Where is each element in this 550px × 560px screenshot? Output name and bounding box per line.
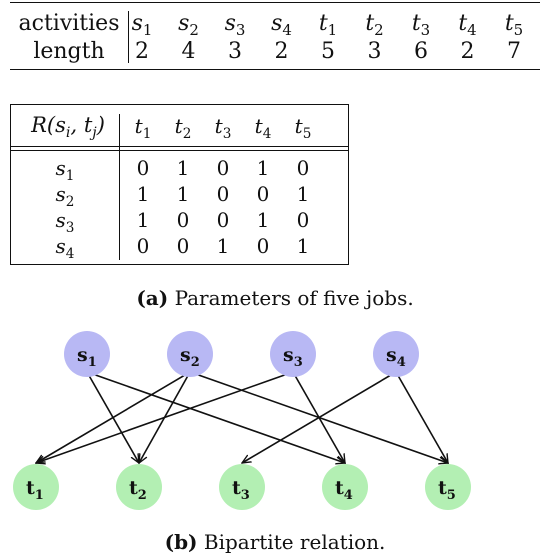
length-t3: 6 (414, 39, 428, 64)
relation-cell: 0 (176, 234, 190, 258)
relation-cell: 0 (136, 156, 150, 180)
activities-row-label: activities (18, 11, 120, 36)
relation-cell: 0 (216, 156, 230, 180)
activity-s2: s2 (178, 11, 199, 40)
activity-t4: t4 (458, 11, 477, 40)
node-s4: s4 (373, 331, 419, 377)
activity-t2: t2 (365, 11, 384, 40)
relation-table-top-rule (10, 104, 349, 105)
node-label-s2: s2 (180, 344, 200, 370)
activity-t1: t1 (318, 11, 338, 40)
node-s3: s3 (270, 331, 316, 377)
relation-cell: 1 (176, 156, 190, 180)
node-label-t5: t5 (438, 477, 456, 503)
relation-row-s3: s3 (55, 208, 75, 236)
table1-bottom-rule (10, 69, 540, 70)
node-label-t3: t3 (232, 477, 250, 503)
relation-col-t2: t2 (174, 114, 192, 142)
node-label-t4: t4 (335, 477, 353, 503)
relation-col-t5: t5 (294, 114, 312, 142)
activity-t5: t5 (504, 11, 524, 40)
relation-table-header-rule-2 (10, 150, 349, 151)
edge-s4-t3 (242, 371, 397, 463)
node-t3: t3 (219, 464, 265, 510)
relation-row-s1: s1 (55, 156, 75, 184)
relation-table-header-rule-1 (10, 146, 349, 147)
relation-cell: 1 (136, 208, 150, 232)
table1-top-rule (10, 2, 540, 3)
node-s2: s2 (167, 331, 213, 377)
relation-cell: 1 (296, 182, 310, 206)
length-t4: 2 (460, 39, 475, 64)
length-s2: 4 (181, 39, 196, 64)
relation-cell: 1 (176, 182, 190, 206)
caption-a-text: Parameters of five jobs. (174, 286, 414, 310)
caption-b-text: Bipartite relation. (203, 530, 386, 554)
relation-cell: 0 (216, 182, 230, 206)
caption-a: (a) Parameters of five jobs. (0, 286, 550, 310)
node-t1: t1 (13, 464, 59, 510)
node-label-s3: s3 (283, 344, 303, 370)
relation-cell: 0 (256, 182, 270, 206)
relation-cell: 1 (296, 234, 310, 258)
activity-t3: t3 (411, 11, 431, 40)
table1-column-separator (128, 11, 129, 63)
node-label-s1: s1 (77, 344, 97, 370)
relation-table-bottom-rule (10, 264, 349, 265)
length-row-label: length (33, 39, 105, 64)
activity-s1: s1 (131, 11, 153, 40)
node-label-s4: s4 (386, 344, 406, 370)
node-t5: t5 (425, 464, 471, 510)
relation-cell: 1 (256, 208, 270, 232)
activity-s3: s3 (224, 11, 246, 40)
node-label-t2: t2 (129, 477, 147, 503)
relation-table-column-separator (119, 114, 120, 260)
length-s4: 2 (274, 39, 289, 64)
edge-s4-t5 (395, 371, 448, 463)
relation-col-t3: t3 (214, 114, 232, 142)
activity-s4: s4 (271, 11, 292, 40)
relation-cell: 0 (256, 234, 270, 258)
edge-s3-t1 (36, 371, 294, 463)
length-t2: 3 (367, 39, 382, 64)
length-s1: 2 (135, 39, 149, 64)
edge-s1-t4 (86, 371, 345, 463)
relation-cell: 0 (296, 156, 310, 180)
relation-cell: 1 (256, 156, 270, 180)
caption-a-tag: (a) (136, 286, 169, 310)
node-s1: s1 (64, 331, 110, 377)
relation-col-t4: t4 (254, 114, 272, 142)
node-t2: t2 (116, 464, 162, 510)
relation-cell: 0 (296, 208, 310, 232)
length-t5: 7 (507, 39, 521, 64)
relation-header-corner: R(si, tj) (31, 113, 105, 141)
relation-col-t1: t1 (134, 114, 152, 142)
length-s3: 3 (228, 39, 242, 64)
relation-cell: 0 (176, 208, 190, 232)
relation-row-s4: s4 (55, 234, 75, 262)
relation-cell: 1 (216, 234, 230, 258)
length-t1: 5 (321, 39, 335, 64)
relation-cell: 0 (216, 208, 230, 232)
caption-b-tag: (b) (164, 530, 198, 554)
relation-table-side-borders (10, 104, 349, 264)
relation-row-s2: s2 (55, 182, 75, 210)
caption-b: (b) Bipartite relation. (0, 530, 550, 554)
node-t4: t4 (322, 464, 368, 510)
node-label-t1: t1 (26, 477, 44, 503)
relation-cell: 1 (136, 182, 150, 206)
relation-cell: 0 (136, 234, 150, 258)
edge-s2-t1 (36, 371, 191, 463)
